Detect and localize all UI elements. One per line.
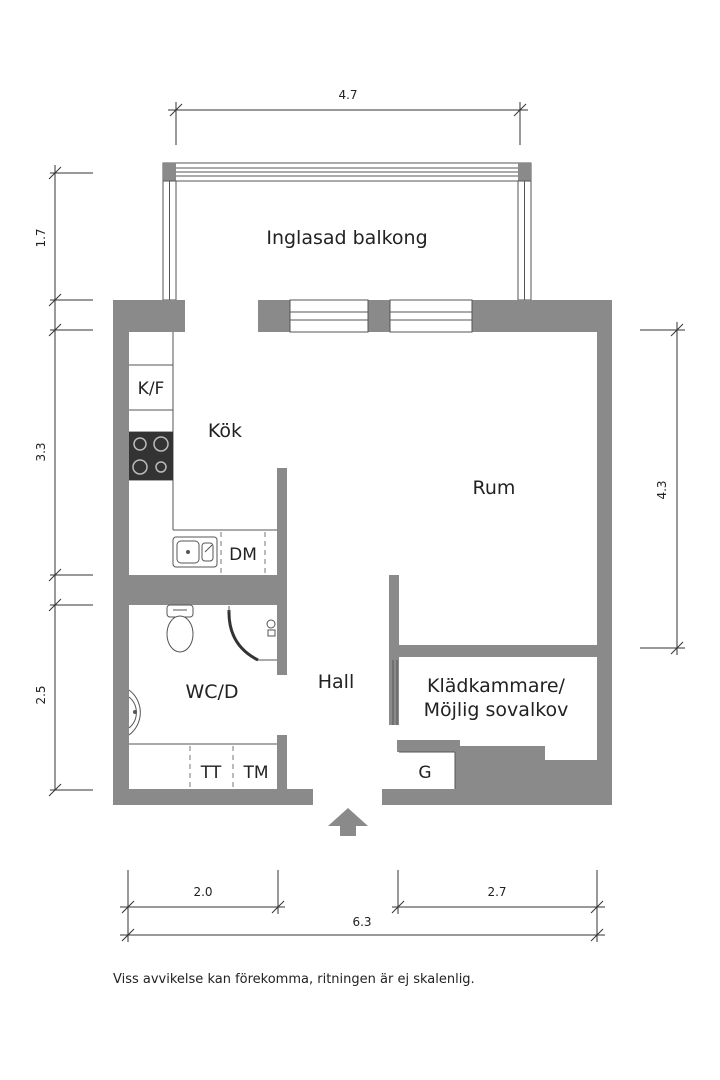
disclaimer-text: Viss avvikelse kan förekomma, ritningen … [113,972,475,987]
room-closet-label-line1: Klädkammare/ [427,675,565,697]
room-kitchen-label: Kök [208,420,242,442]
dim-bath-depth: 2.5 [34,685,48,704]
entrance-arrow-icon [328,808,368,836]
shower-icon [227,606,277,662]
room-bathroom-label: WC/D [185,681,238,703]
wardrobe [399,751,456,789]
closet-door [392,660,398,725]
washer-label: TT [200,763,222,783]
dim-bottom-right: 2.7 [487,885,506,899]
dimension-top: 4.7 [168,88,528,145]
dimension-right: 4.3 [640,322,685,655]
dim-bottom-left: 2.0 [193,885,212,899]
room-closet-label-line2: Möjlig sovalkov [424,699,569,721]
balcony [162,162,532,301]
dishwasher-label: DM [229,545,257,565]
dim-bottom-total: 6.3 [352,915,371,929]
room-living-label: Rum [473,477,516,499]
dimension-left: 1.7 3.3 2.5 [34,165,93,797]
dim-kitchen-depth: 3.3 [34,442,48,461]
washbasin-icon [128,689,141,736]
dim-balcony-depth: 1.7 [34,228,48,247]
stove-burners-icon [132,436,169,475]
room-balcony-label: Inglasad balkong [266,227,427,249]
walls [113,300,612,805]
room-hall-label: Hall [318,671,355,693]
dimension-bottom: 2.0 2.7 6.3 [120,870,605,942]
laundry-counter [129,743,277,788]
sink-icon [172,536,218,568]
dim-top-width: 4.7 [338,88,357,102]
wardrobe-label: G [418,763,431,783]
windows [289,299,473,333]
fridge-freezer-label: K/F [138,379,165,399]
toilet-icon [166,604,194,653]
dryer-label: TM [242,763,268,783]
dim-room-depth: 4.3 [655,480,669,499]
